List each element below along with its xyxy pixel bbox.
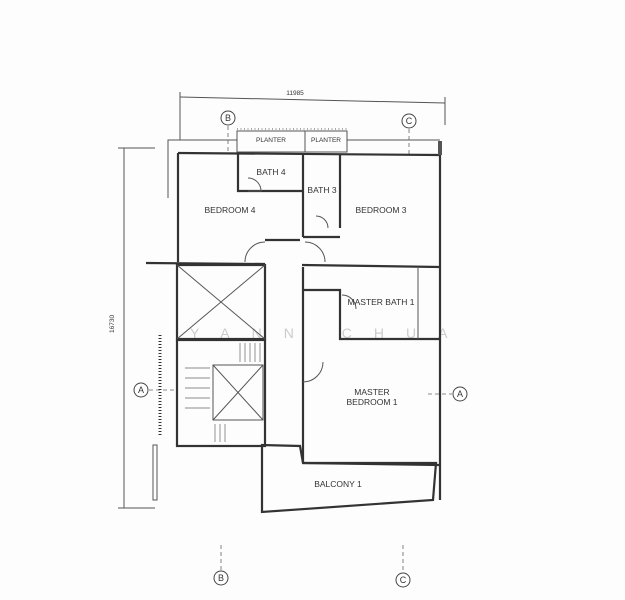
svg-text:B: B: [218, 573, 224, 583]
watermark: YANN CHUA: [190, 325, 469, 341]
grid-bubble-c-bottom: C: [395, 572, 411, 588]
walls: [145, 139, 442, 514]
bath3-label: BATH 3: [307, 185, 336, 195]
svg-text:A: A: [457, 389, 463, 399]
svg-text:B: B: [225, 113, 231, 123]
svg-text:A: A: [138, 385, 144, 395]
grid-bubble-a-right: A: [452, 386, 468, 402]
svg-text:C: C: [406, 116, 413, 126]
master-bath1-label: MASTER BATH 1: [348, 297, 415, 307]
bath4-label: BATH 4: [256, 167, 285, 177]
planter-right-label: PLANTER: [311, 137, 341, 144]
grid-bubble-c-top: C: [401, 113, 417, 129]
bedroom3-label: BEDROOM 3: [355, 205, 406, 215]
planter-left-label: PLANTER: [256, 137, 286, 144]
height-dimension: 16730: [109, 147, 155, 509]
grid-bubble-b-top: B: [220, 110, 236, 126]
master-bedroom1-label-line2: BEDROOM 1: [346, 397, 397, 407]
width-dimension: 11985: [179, 90, 446, 140]
balcony1-label: BALCONY 1: [314, 479, 362, 489]
grid-bubble-a-left: A: [133, 382, 149, 398]
svg-text:C: C: [400, 575, 407, 585]
planters: PLANTER PLANTER: [236, 128, 348, 153]
bedroom4-label: BEDROOM 4: [204, 205, 255, 215]
height-label: 16730: [109, 315, 116, 333]
grid-bubble-b-bottom: B: [213, 570, 229, 586]
width-label: 11985: [286, 90, 304, 97]
master-bedroom1-label-line1: MASTER: [354, 387, 389, 397]
doors: [244, 177, 357, 383]
